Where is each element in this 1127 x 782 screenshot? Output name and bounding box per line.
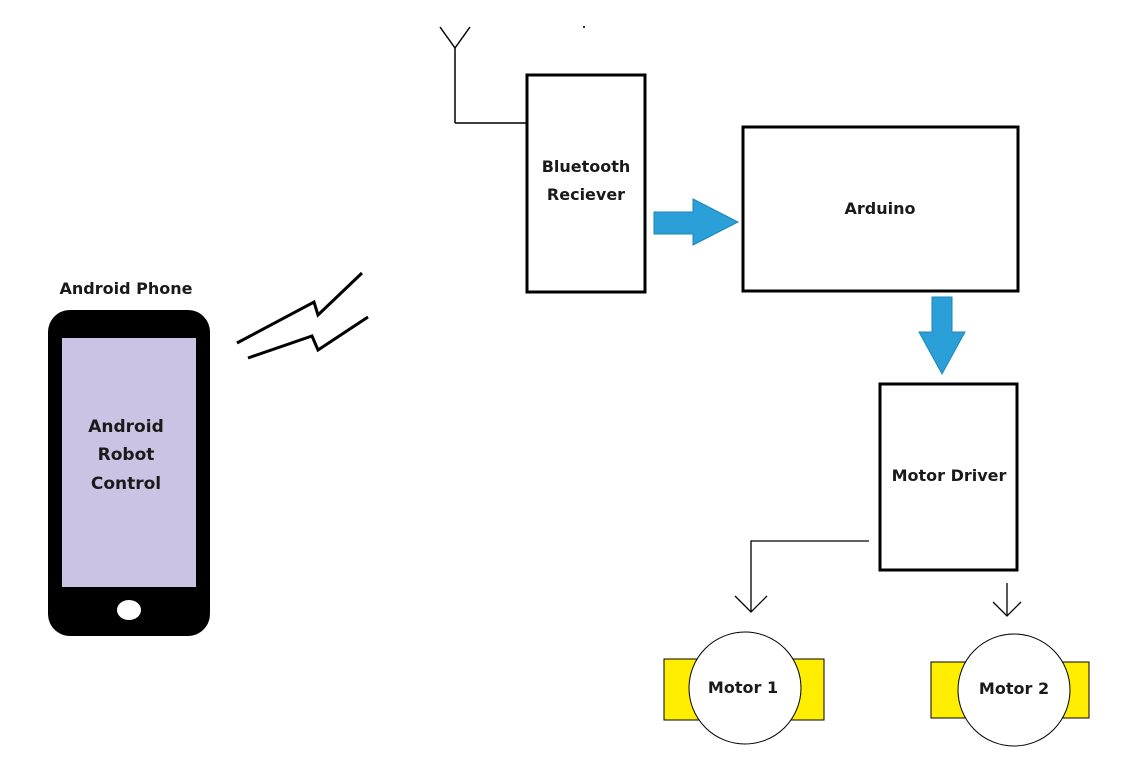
motor-driver-block [878,382,1019,572]
bluetooth-label-line-2: Reciever [547,185,625,204]
arrow-arduino-to-motor-driver [918,296,966,376]
phone-screen-line-2: Robot [98,445,155,465]
motor-1-icon [663,631,825,745]
bluetooth-receiver-block [525,73,647,294]
motor-driver-label: Motor Driver [892,466,1007,485]
home-button-icon [117,600,141,620]
phone-icon [48,310,210,636]
phone-title: Android Phone [60,279,193,298]
stray-dot [583,26,585,28]
bluetooth-label-line-1: Bluetooth [542,157,631,176]
connector-driver-to-motor-2 [992,583,1022,617]
motor-1-label: Motor 1 [708,678,778,697]
motor-1-body [688,631,802,745]
arrow-bluetooth-to-arduino [653,198,740,246]
motor-2-icon [930,633,1090,747]
lightning-signal-icon [236,271,369,360]
arduino-block [741,125,1020,293]
arduino-label: Arduino [845,199,916,218]
phone-screen [62,338,196,587]
phone-screen-line-1: Android [88,417,164,437]
antenna-icon [439,26,527,124]
phone-screen-line-3: Control [91,474,161,494]
motor-2-label: Motor 2 [979,679,1049,698]
motor-2-body [957,633,1071,747]
connector-driver-to-motor-1 [734,540,869,613]
